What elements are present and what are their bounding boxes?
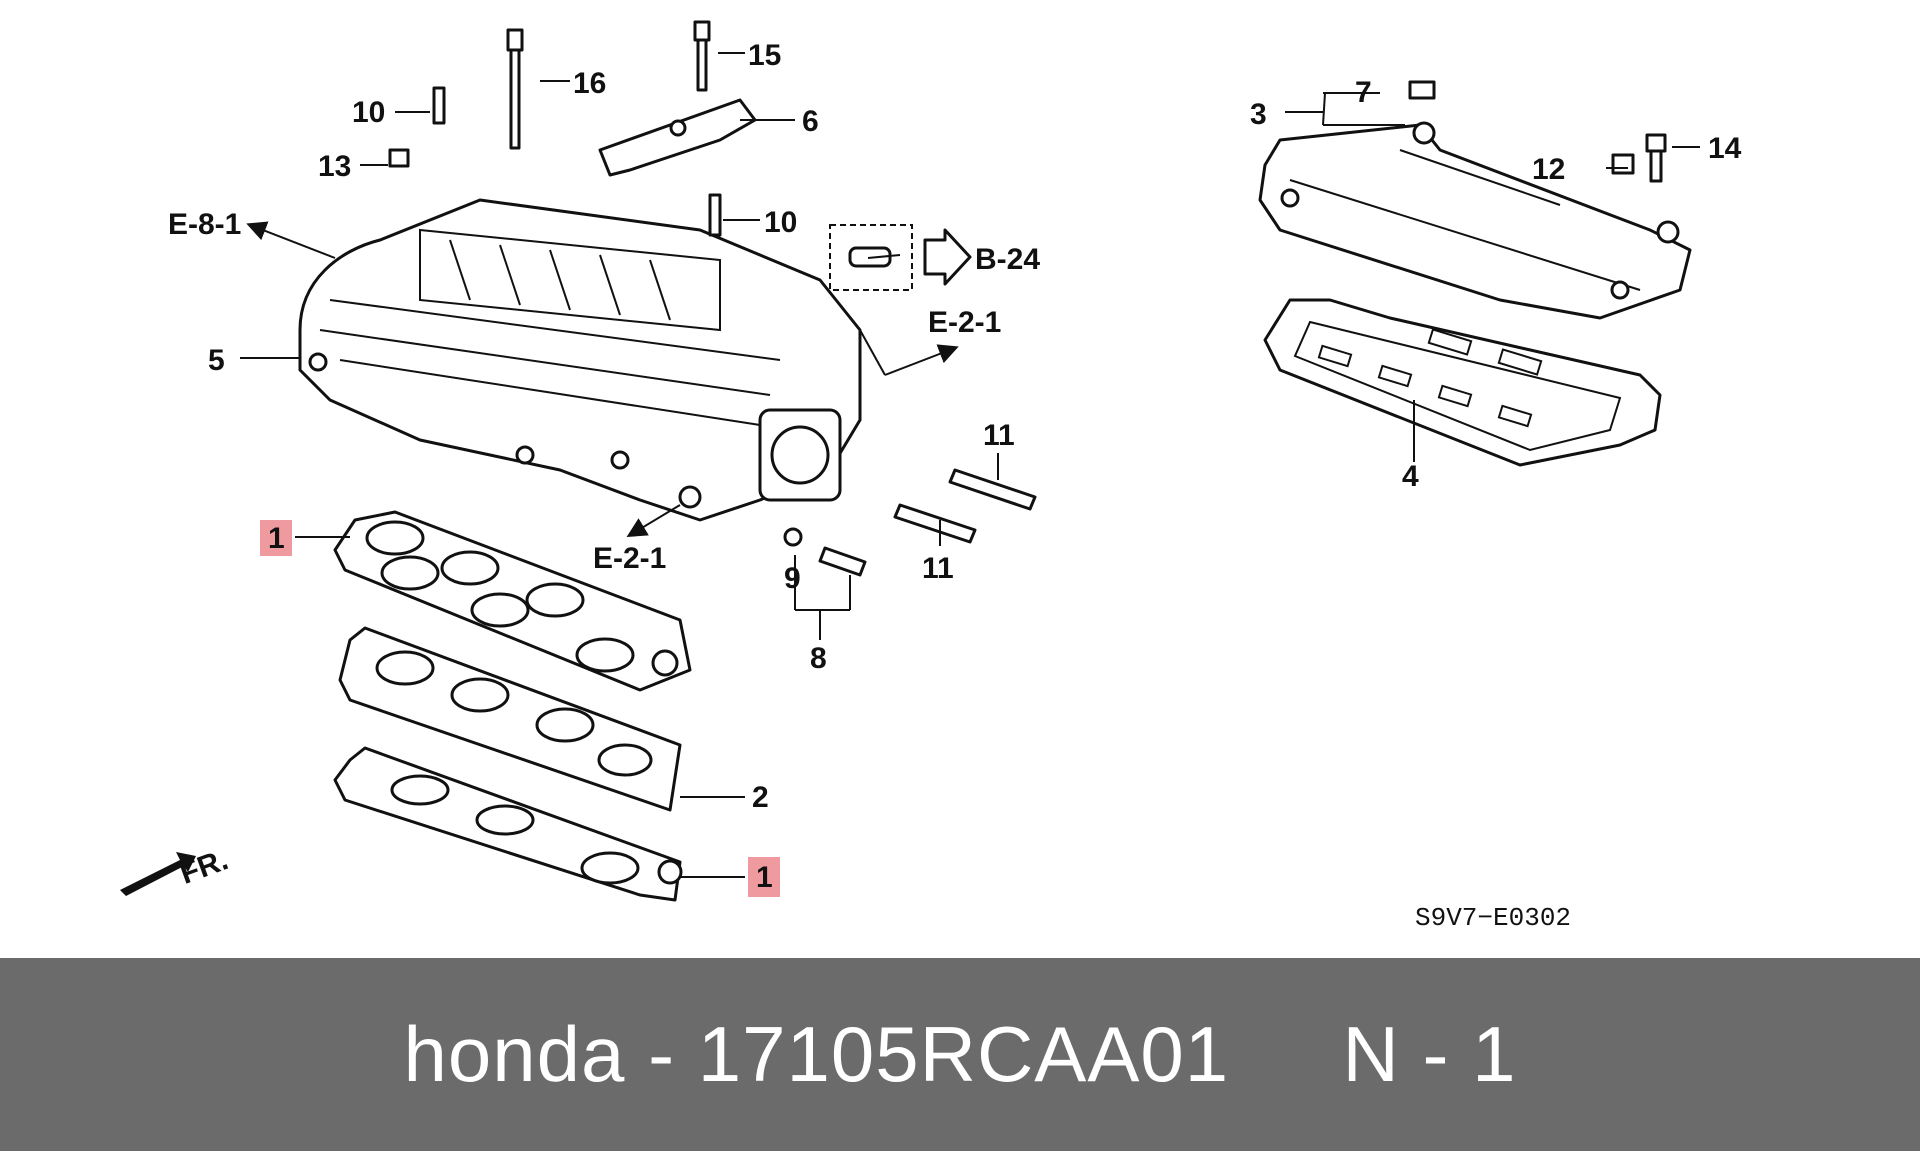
gasket-stack-drawing (333, 510, 692, 902)
parts-diagram: 1 1 2 3 4 5 6 7 8 9 10 10 11 11 12 13 14… (120, 20, 1742, 933)
highlight-box-1b (748, 857, 780, 897)
intake-manifold-drawing (298, 198, 862, 522)
highlight-box-1a (260, 520, 292, 556)
part-number-caption: honda - 17105RCAA01 N - 1 (403, 1010, 1517, 1098)
callout-2: 2 (752, 781, 769, 814)
cover-drawing (1258, 121, 1692, 467)
callout-5: 5 (208, 344, 225, 377)
callout-8: 8 (810, 642, 827, 675)
callout-13: 13 (318, 150, 351, 183)
callout-7: 7 (1355, 76, 1372, 109)
exploded-view-drawing: 1 1 2 3 4 5 6 7 8 9 10 10 11 11 12 13 14… (120, 20, 1742, 933)
ref-fr: FR. (176, 843, 233, 891)
callout-11b: 11 (922, 552, 954, 585)
bracket-drawing (598, 98, 757, 177)
callout-16: 16 (573, 67, 606, 100)
footer-bar: honda - 17105RCAA01 N - 1 (0, 958, 1920, 1151)
ref-b-24: B-24 (975, 243, 1040, 276)
leader-lines (240, 52, 1700, 878)
callout-1b: 1 (756, 861, 773, 894)
callout-10a: 10 (352, 96, 385, 129)
callout-1a: 1 (268, 522, 285, 555)
ref-e-2-1-bottom: E-2-1 (593, 542, 666, 575)
callout-3: 3 (1250, 98, 1267, 131)
callout-12: 12 (1532, 153, 1565, 186)
front-direction-arrow (120, 852, 196, 896)
callout-15: 15 (748, 39, 781, 72)
hose-connection-drawing (829, 224, 972, 291)
callout-6: 6 (802, 105, 819, 138)
callout-10b: 10 (764, 206, 797, 239)
ref-e-8-1: E-8-1 (168, 208, 241, 241)
callout-4: 4 (1402, 460, 1419, 493)
ref-e-2-1-top: E-2-1 (928, 306, 1001, 339)
callout-9: 9 (784, 562, 801, 595)
callout-11a: 11 (983, 419, 1015, 452)
callout-14: 14 (1708, 132, 1742, 165)
diagram-code: S9V7−E0302 (1415, 903, 1571, 933)
